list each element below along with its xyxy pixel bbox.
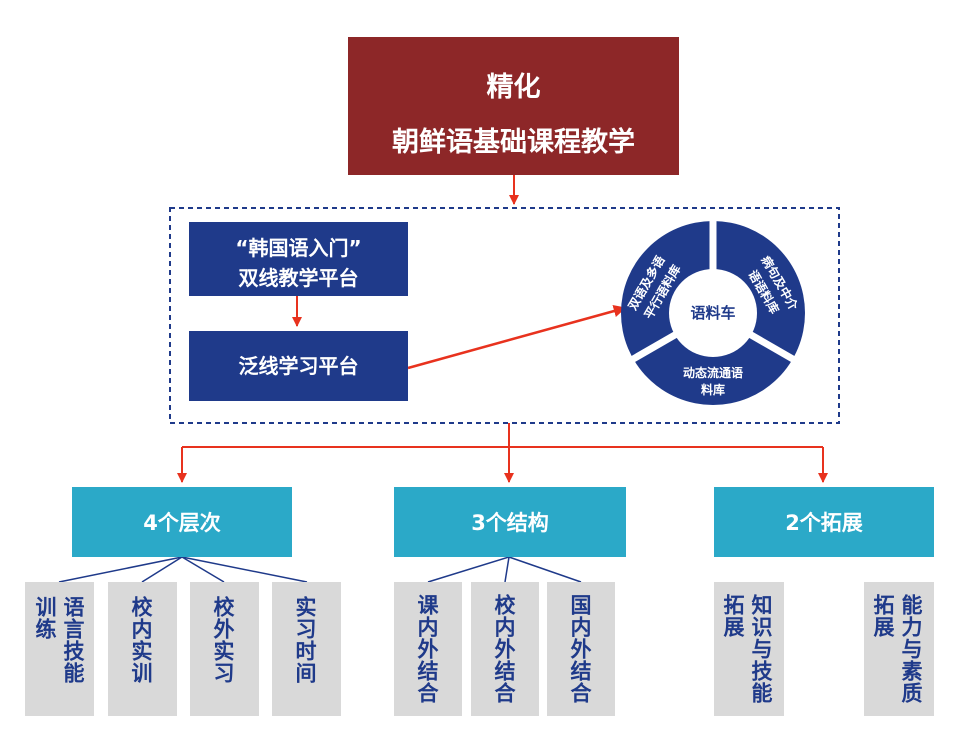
leaf-internship-time: 实习时间 [272, 582, 341, 716]
leaf-in-out-class-text: 课内外结合 [415, 594, 439, 704]
leaf-ability-quality: 拓展 能力与素质 [864, 582, 934, 716]
leaf-knowledge-skills: 拓展 知识与技能 [714, 582, 784, 716]
branch-levels-box: 4个层次 [72, 487, 292, 557]
corpus-wheel: 语料车 双语及多语 平行语料库 病句及中介 语语料库 动态流通语 料库 [621, 215, 805, 405]
leaf-connectors [58, 556, 582, 583]
leaf-offcampus-internship: 校外实习 [190, 582, 259, 716]
branch-extensions-box: 2个拓展 [714, 487, 934, 557]
leaf-knowledge-skills-col2: 知识与技能 [749, 594, 773, 704]
arrow-platform-to-corpus [407, 304, 627, 370]
corpus-seg-bottom-line2: 料库 [701, 382, 725, 397]
leaf-ability-quality-col2: 能力与素质 [899, 594, 923, 704]
leaf-campus-training: 校内实训 [108, 582, 177, 716]
leaf-domestic-foreign-text: 国内外结合 [568, 594, 592, 704]
leaf-language-skills-col1: 训练 [33, 596, 57, 640]
leaf-language-skills-col2: 语言技能 [61, 596, 85, 684]
platform-b-box: 泛线学习平台 [189, 331, 408, 401]
leaf-in-out-class: 课内外结合 [394, 582, 462, 716]
leaf-language-skills: 训练 语言技能 [25, 582, 94, 716]
leaf-knowledge-skills-col1: 拓展 [721, 594, 745, 638]
leaf-in-out-campus-text: 校内外结合 [492, 594, 516, 704]
branch-structures-box: 3个结构 [394, 487, 626, 557]
leaf-offcampus-internship-text: 校外实习 [211, 596, 235, 684]
leaf-internship-time-text: 实习时间 [293, 596, 317, 684]
platform-a-line2: 双线教学平台 [238, 266, 359, 290]
top-title-line2: 朝鲜语基础课程教学 [392, 127, 635, 158]
corpus-seg-bottom-line1: 动态流通语 [683, 365, 743, 380]
top-title-box: 精化 朝鲜语基础课程教学 [348, 37, 679, 175]
branch-structures-label: 3个结构 [471, 511, 549, 535]
leaf-ability-quality-col1: 拓展 [871, 594, 895, 638]
leaf-domestic-foreign: 国内外结合 [547, 582, 615, 716]
branch-levels-label: 4个层次 [143, 511, 221, 535]
branch-extensions-label: 2个拓展 [785, 511, 863, 535]
corpus-center-label: 语料车 [690, 304, 735, 322]
leaf-in-out-campus: 校内外结合 [471, 582, 539, 716]
platform-a-box: “韩国语入门” 双线教学平台 [189, 222, 408, 296]
platform-frame [169, 207, 840, 424]
platform-b-label: 泛线学习平台 [238, 354, 359, 378]
leaf-campus-training-text: 校内实训 [129, 596, 153, 684]
top-title-line1: 精化 [486, 72, 541, 103]
platform-a-line1: “韩国语入门” [235, 236, 362, 260]
